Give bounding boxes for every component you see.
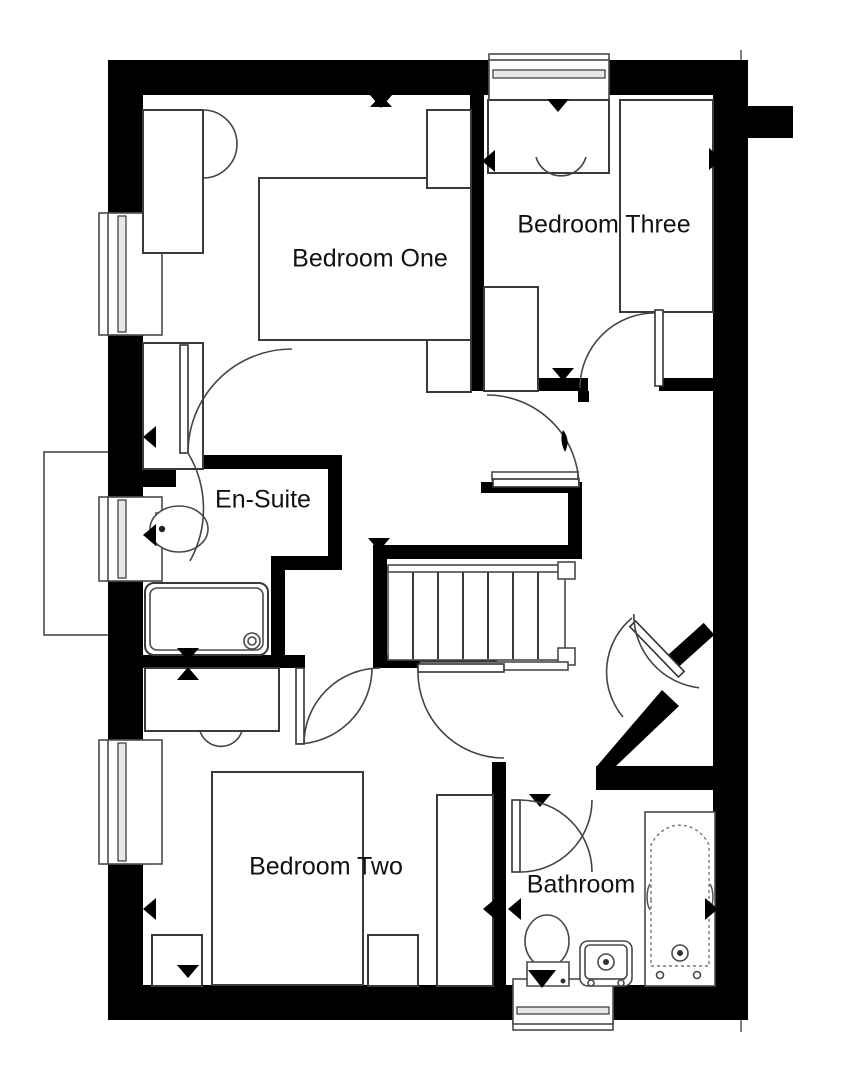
- window-left-lower: [98, 739, 163, 865]
- door-bedroom-one: [179, 344, 293, 562]
- toilet-bathroom: [524, 914, 570, 988]
- room-label-bathroom: Bathroom: [527, 871, 635, 899]
- room-label-bedroom-three: Bedroom Three: [517, 211, 690, 239]
- toilet-en-suite: [149, 505, 209, 553]
- room-label-bedroom-two: Bedroom Two: [249, 853, 403, 881]
- bathroom-contents: [508, 794, 718, 988]
- basin-bathroom: [579, 940, 633, 987]
- room-label-bedroom-one: Bedroom One: [292, 245, 448, 273]
- en-suite-contents: [143, 426, 280, 748]
- window-left-upper: [98, 212, 163, 336]
- door-en-suite-lobby: [295, 667, 381, 745]
- bedroom-three-contents: [482, 99, 722, 392]
- door-bedroom-three: [579, 309, 664, 389]
- door-landing-corridor: [486, 391, 589, 488]
- bedroom-two-contents: [143, 771, 496, 987]
- room-label-en-suite: En-Suite: [215, 486, 311, 514]
- bedroom-one-contents: [142, 95, 472, 470]
- door-bedroom-two: [417, 663, 505, 759]
- wall-structure: [108, 60, 793, 1020]
- door-airing-cupboard: [605, 613, 700, 718]
- door-bathroom: [511, 799, 593, 873]
- window-left-middle: [98, 496, 163, 582]
- bath-bathroom: [644, 811, 716, 987]
